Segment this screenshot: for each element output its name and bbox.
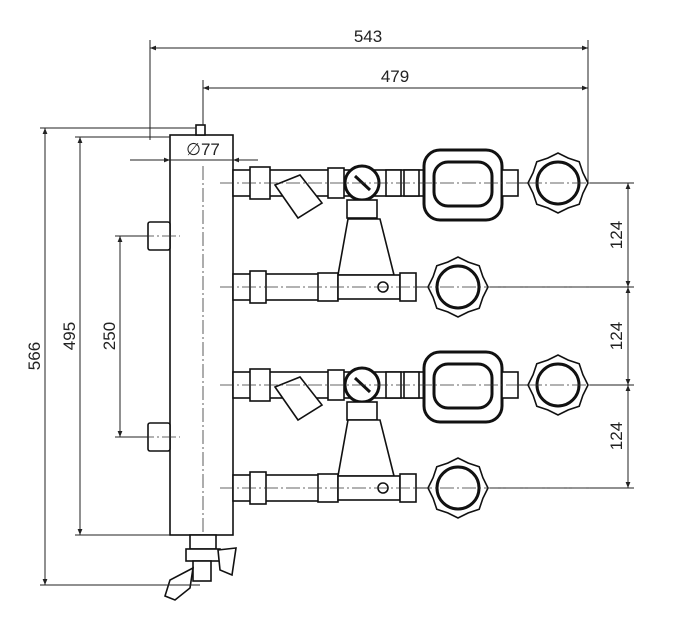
- dimension-543: 543: [149, 27, 589, 183]
- dimension-label: 124: [607, 422, 626, 450]
- dimension-label: 124: [607, 221, 626, 249]
- drain-valve: [164, 534, 237, 601]
- dimension-495: 495: [60, 136, 170, 536]
- dimension-label: 543: [354, 27, 382, 46]
- separator-body: [140, 124, 234, 545]
- dimension-label: 495: [60, 322, 79, 350]
- strainer: [273, 376, 324, 422]
- return-line: [220, 218, 590, 318]
- dimension-label: 250: [100, 322, 119, 350]
- mixing-valve: [337, 419, 396, 477]
- return-line: [220, 419, 590, 519]
- dimension-label: 124: [607, 322, 626, 350]
- diameter-label: ∅77: [186, 140, 220, 159]
- dimension-label: 566: [25, 342, 44, 370]
- dimension-250: 250: [100, 235, 148, 438]
- dimension-label: 479: [381, 67, 409, 86]
- strainer: [273, 174, 324, 220]
- dimension-124-stack: 124 124 124: [490, 182, 634, 489]
- pump-circuits: [220, 148, 590, 519]
- supply-line: [220, 350, 590, 424]
- dimension-diameter: ∅77: [130, 140, 258, 163]
- dimension-479: 479: [202, 67, 588, 125]
- dimension-566: 566: [25, 127, 200, 586]
- supply-line: [220, 148, 590, 222]
- mixing-valve: [337, 218, 396, 276]
